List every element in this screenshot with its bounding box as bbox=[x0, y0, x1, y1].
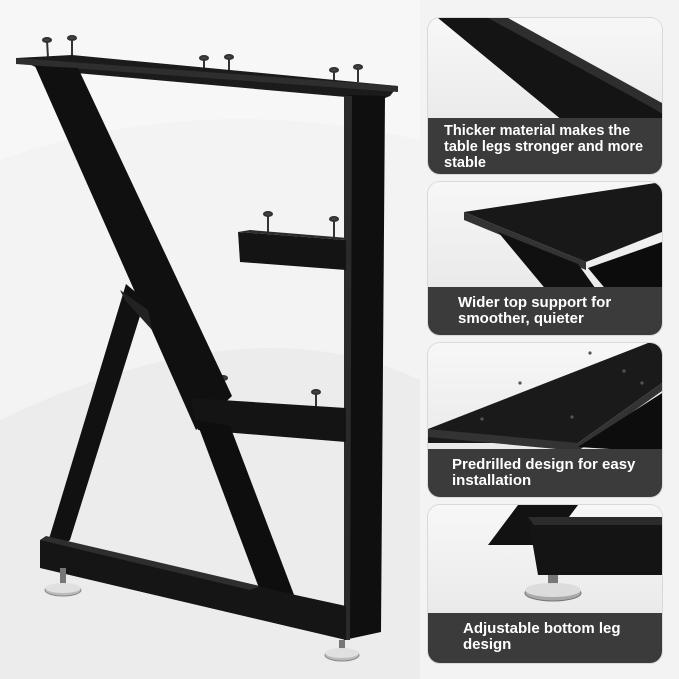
foot-leveler-closeup-image bbox=[488, 505, 662, 602]
top-plate-closeup-image bbox=[464, 182, 662, 292]
feature-caption: Thicker material makes the table legs st… bbox=[428, 118, 662, 174]
screw-icon bbox=[42, 35, 363, 410]
drill-hole-icon bbox=[480, 351, 644, 421]
adjustable-foot-icon bbox=[44, 568, 360, 662]
feature-caption: Wider top support for smoother, quieter bbox=[428, 287, 662, 335]
feature-caption: Predrilled design for easy installation bbox=[428, 449, 662, 497]
feature-panel-predrilled: Predrilled design for easy installation bbox=[428, 343, 662, 497]
feature-panel-adjustable-foot: Adjustable bottom leg design bbox=[428, 505, 662, 663]
predrilled-plate-closeup-image bbox=[428, 343, 662, 451]
feature-panel-wider-top: Wider top support for smoother, quieter bbox=[428, 182, 662, 335]
table-leg-image bbox=[16, 35, 398, 662]
feature-caption: Adjustable bottom leg design bbox=[428, 613, 662, 663]
feature-panel-thicker-material: Thicker material makes the table legs st… bbox=[428, 18, 662, 174]
